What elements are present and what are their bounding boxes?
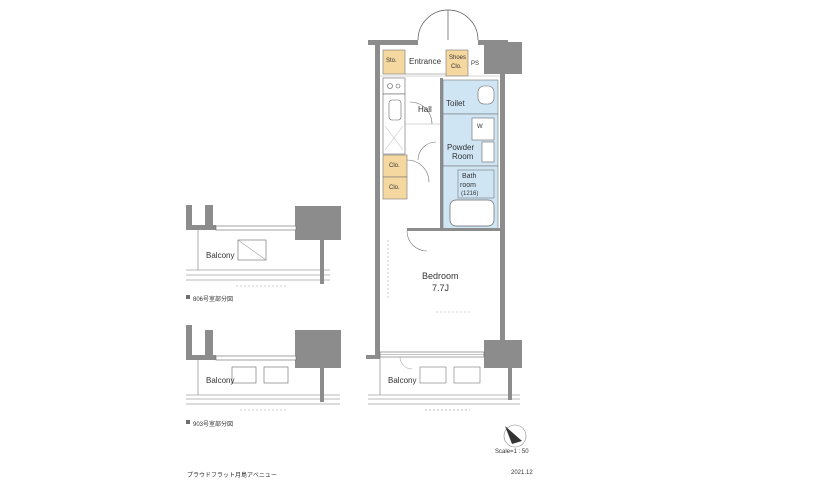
kitchen-counter bbox=[382, 93, 406, 155]
closet-lower bbox=[382, 176, 408, 200]
kitchen-cooktop bbox=[382, 77, 406, 95]
left-wall bbox=[375, 45, 380, 355]
footer-scale: Scale=1 : 50 bbox=[495, 449, 529, 455]
column-bottom-right bbox=[484, 340, 522, 368]
label-powder-room: Room bbox=[452, 152, 474, 161]
main-balcony bbox=[368, 357, 520, 411]
entrance-door bbox=[417, 9, 479, 41]
label-shoes: Shoes bbox=[449, 55, 467, 61]
label-bath: Bath bbox=[462, 173, 477, 180]
label-toilet: Toilet bbox=[446, 99, 465, 108]
top-wall bbox=[368, 40, 418, 45]
variant-903-drawing bbox=[186, 325, 341, 424]
storage-sto bbox=[382, 49, 406, 75]
label-entrance: Entrance bbox=[409, 57, 442, 66]
label-clo-upper: Clo. bbox=[389, 163, 400, 169]
label-variant-903: 903号室部分図 bbox=[193, 422, 234, 428]
label-bath-size: (1216) bbox=[461, 191, 479, 197]
north-arrow-icon bbox=[503, 424, 527, 448]
label-sto: Sto. bbox=[386, 58, 397, 64]
variant-806-drawing bbox=[186, 205, 341, 299]
label-balcony-903: Balcony bbox=[206, 376, 235, 385]
label-bedroom: Bedroom bbox=[422, 271, 459, 281]
label-balcony-806: Balcony bbox=[206, 251, 235, 260]
right-wall bbox=[500, 74, 505, 344]
label-clo-lower: Clo. bbox=[389, 185, 400, 191]
label-ps: PS bbox=[471, 61, 480, 67]
label-shoes-clo: Clo. bbox=[451, 64, 462, 70]
label-bedroom-size: 7.7J bbox=[432, 283, 450, 293]
bathtub bbox=[449, 199, 495, 227]
footer-date: 2021.12 bbox=[511, 470, 533, 476]
column-top-right bbox=[484, 42, 522, 74]
label-variant-806: 806号室部分図 bbox=[193, 297, 234, 303]
label-balcony-main: Balcony bbox=[388, 376, 417, 385]
label-powder: Powder bbox=[447, 143, 475, 152]
label-hall: Hall bbox=[418, 105, 432, 114]
label-w: W bbox=[477, 124, 483, 130]
storage-shoes bbox=[445, 49, 469, 77]
footer-property: プラウドフラット月島アベニュー bbox=[187, 473, 277, 479]
label-bath-room: room bbox=[460, 182, 476, 189]
